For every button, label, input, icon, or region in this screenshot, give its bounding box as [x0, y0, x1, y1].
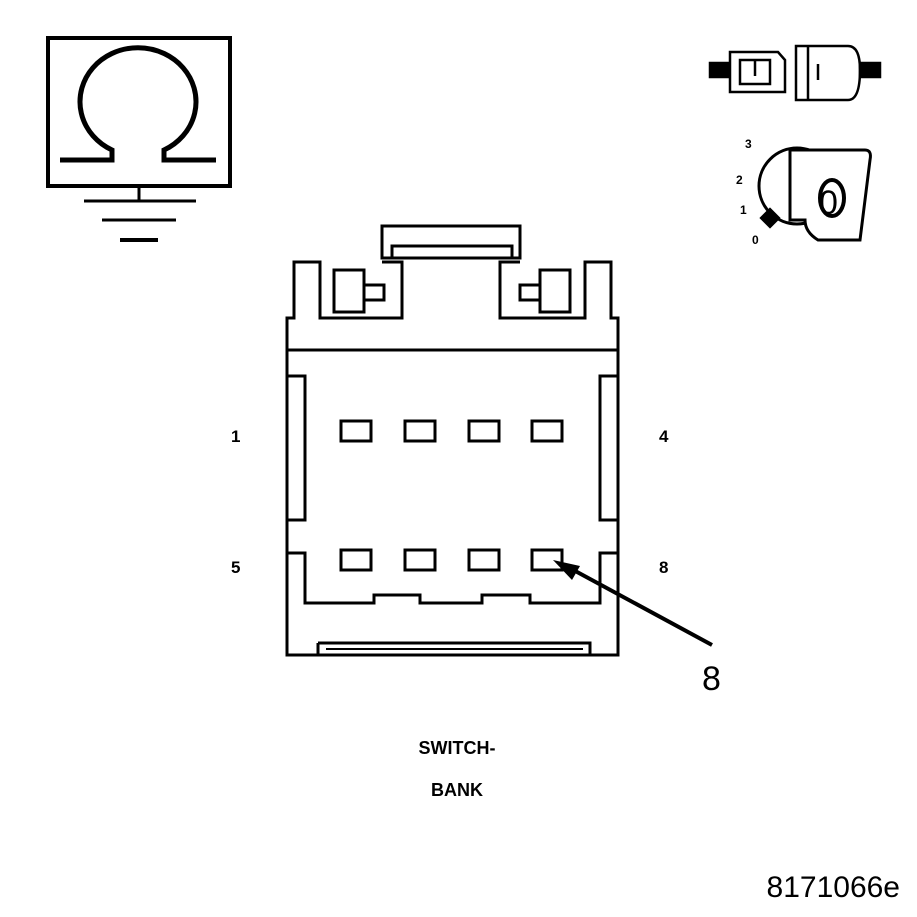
ignition-key-icon [757, 146, 872, 242]
cavity-5 [339, 548, 373, 572]
figure-id: 8171066e [767, 871, 900, 904]
cavity-2 [403, 419, 437, 443]
ignition-position-1: 1 [740, 203, 747, 217]
pin-label-4: 4 [659, 427, 669, 446]
pin-label-5: 5 [231, 558, 240, 577]
pin-label-1: 1 [231, 427, 240, 446]
ignition-position-3: 3 [745, 137, 752, 151]
ignition-position-2: 2 [736, 173, 743, 187]
key-position-label: 0 [819, 184, 838, 222]
caption-line-1: SWITCH- [419, 738, 496, 758]
callout-arrow [553, 560, 713, 647]
cavity-8 [530, 548, 564, 572]
cavity-3 [467, 419, 501, 443]
connector-disconnected-icon [708, 44, 882, 102]
pin-cavities [339, 419, 564, 572]
caption-line-2: BANK [431, 780, 483, 800]
ignition-position-0: 0 [752, 233, 759, 247]
cavity-6 [403, 548, 437, 572]
cavity-4 [530, 419, 564, 443]
pin-label-8: 8 [659, 558, 668, 577]
connector-body [285, 224, 620, 657]
ohmmeter-ground-icon [46, 36, 232, 242]
cavity-7 [467, 548, 501, 572]
cavity-1 [339, 419, 373, 443]
callout-number: 8 [702, 660, 721, 698]
